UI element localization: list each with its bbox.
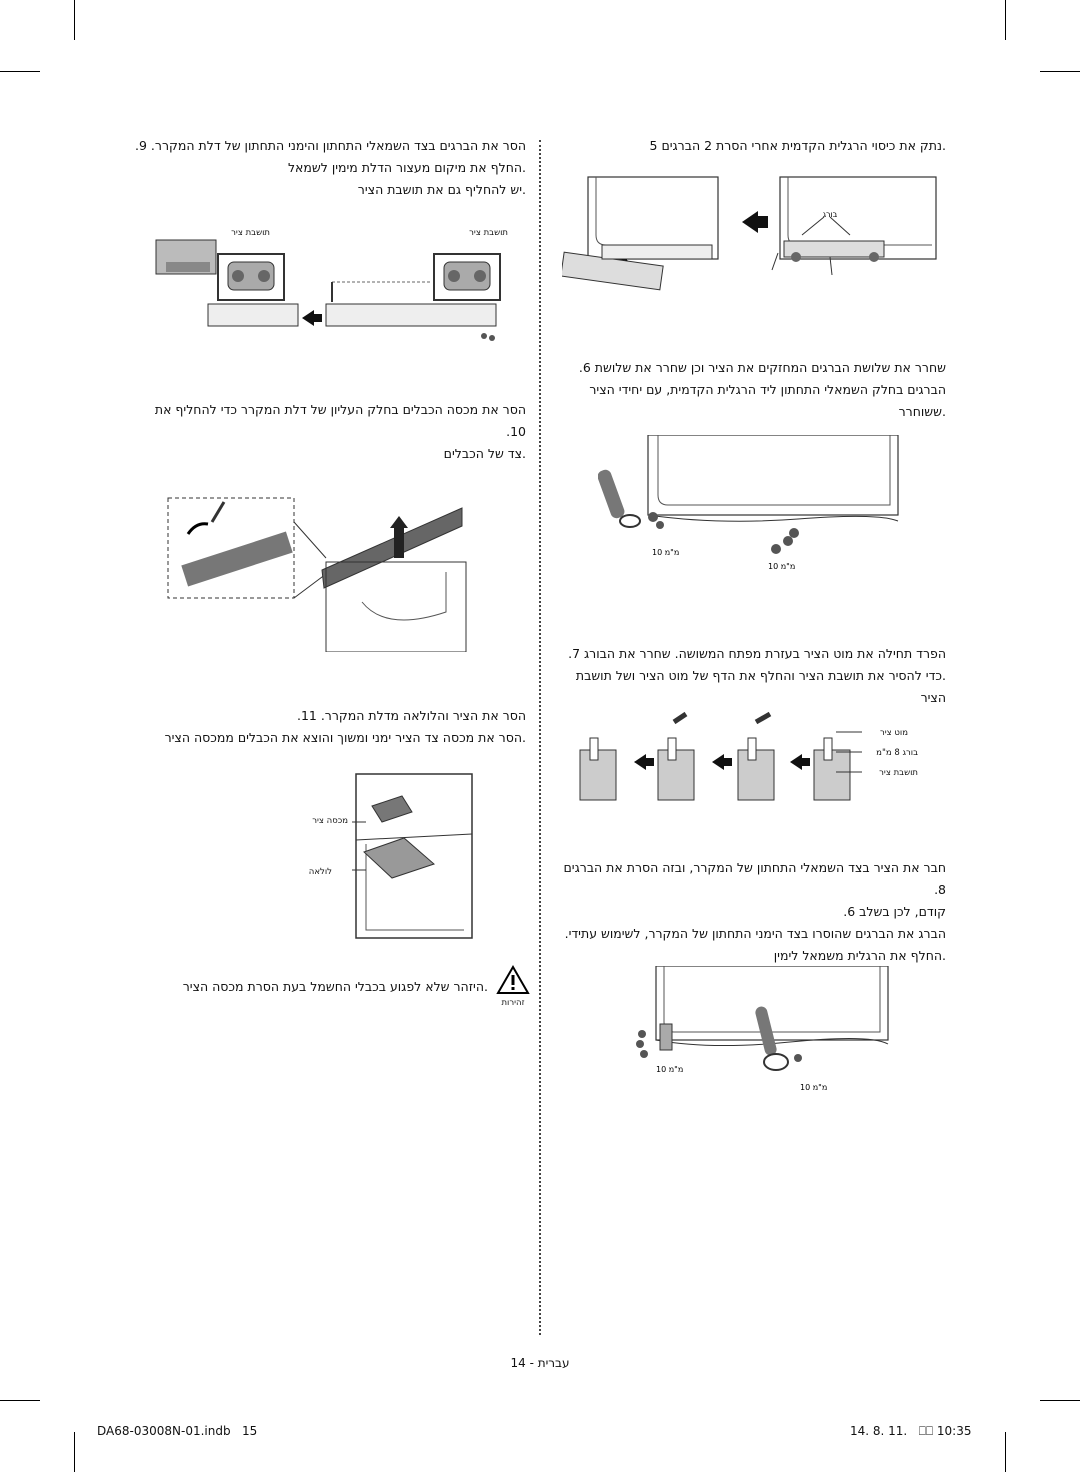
- page-number: עברית - 14: [510, 1356, 570, 1370]
- step-7-line-1: הפרד תחילה את מוט הציר בעזרת מפתח המשושה…: [568, 646, 946, 661]
- mm-label-1: 10 מ"מ: [652, 548, 679, 557]
- step-8-line-1: חבר את הציר בצד השמאלי התחתון של המקרר, …: [563, 860, 946, 897]
- warning-icon-label: זהירות: [501, 998, 525, 1008]
- crop-mark: [74, 1432, 75, 1472]
- bracket-label: תושבת ציר: [879, 768, 918, 778]
- crop-mark: [74, 0, 75, 40]
- hinge-bracket-label-b: תושבת ציר: [469, 228, 508, 238]
- warning-text: .היזהר שלא לפגוע בכבלי החשמל בעת הסרת מכ…: [182, 979, 488, 994]
- step-10-line-2: .צד של הכבלים: [443, 446, 526, 461]
- step-7-line-2: .כדי להסיר את תושבת הציר והחלף את הדף של…: [575, 668, 946, 705]
- step-9-line-1: הסר את הברגים בצד השמאלי התחתון והימני ה…: [135, 138, 526, 153]
- step-6-figure: 10 מ"מ 10 מ"מ: [598, 435, 899, 571]
- step-10-text: הסר את מכסה הכבלים בחלק העליון של דלת המ…: [132, 399, 526, 465]
- crop-mark: [1040, 1400, 1080, 1401]
- crop-mark: [0, 1400, 40, 1401]
- step-9-line-2: .החלף את מיקום מעצור הדלת מימין לשמאל: [287, 160, 526, 175]
- step-5-figure: בורג: [562, 176, 937, 291]
- mm-label-1: 10 מ"מ: [656, 1065, 683, 1074]
- crop-mark: [0, 71, 40, 72]
- step-7-figure: [579, 711, 862, 801]
- step-10-figure: [167, 497, 467, 652]
- step-10-line-1: הסר את מכסה הכבלים בחלק העליון של דלת המ…: [154, 402, 526, 439]
- crop-mark: [1040, 71, 1080, 72]
- cover-label: מכסה ציר: [312, 816, 348, 826]
- step-11-text: הסר את הציר והלולאה מדלת המקרר. 11. .הסר…: [132, 705, 526, 749]
- step-9-line-3: .יש להחליף גם את תושבת הציר: [357, 182, 526, 197]
- footer-date: 14. 8. 11. ⎕⎕ 10:35: [850, 1424, 972, 1438]
- column-divider: [539, 140, 541, 1335]
- crop-mark: [1005, 0, 1006, 40]
- step-6-line-3: .ששוחרר: [898, 404, 946, 419]
- step-6-text: שחרר את שלושת הברגים המחזקים את הציר וכן…: [560, 357, 946, 423]
- step-8-line-2: קודם, לכן בשלב 6.: [843, 904, 946, 919]
- step-6-line-1: שחרר את שלושת הברגים המחזקים את הציר וכן…: [578, 360, 946, 375]
- step-9-figure: [155, 239, 501, 341]
- crop-mark: [1005, 1432, 1006, 1472]
- step-5-text: .נתק את כיסוי הרגלית הקדמית אחרי הסרת 2 …: [560, 135, 946, 157]
- rod-label: מוט ציר: [879, 728, 908, 738]
- step-11-line-1: הסר את הציר והלולאה מדלת המקרר. 11.: [296, 708, 526, 723]
- step-6-line-2: הברגים בחלק השמאלי התחתון ליד הרגלית הקד…: [589, 382, 946, 397]
- mm-label-2: 10 מ"מ: [800, 1083, 827, 1092]
- footer-file: DA68-03008N-01.indb 15: [97, 1424, 258, 1438]
- step-8-figure: 10 מ"מ 10 מ"מ: [636, 966, 889, 1092]
- warning-icon: [496, 965, 530, 994]
- loop-label: לולאה: [308, 867, 332, 877]
- step-11-figure: [352, 773, 473, 939]
- step-9-text: הסר את הברגים בצד השמאלי התחתון והימני ה…: [132, 135, 526, 201]
- hinge-bracket-label-a: תושבת ציר: [231, 228, 270, 238]
- bolt-label: בורג 8 מ"מ: [876, 748, 918, 758]
- step-7-text: הפרד תחילה את מוט הציר בעזרת מפתח המשושה…: [560, 643, 946, 709]
- step-8-text: חבר את הציר בצד השמאלי התחתון של המקרר, …: [560, 857, 946, 967]
- step-5-line: .נתק את כיסוי הרגלית הקדמית אחרי הסרת 2 …: [649, 138, 946, 153]
- step-8-line-4: .החלף את הרגלית משמאל לימין: [773, 948, 946, 963]
- screw-label: בורג: [823, 210, 838, 219]
- mm-label-2: 10 מ"מ: [768, 562, 795, 571]
- step-11-line-2: .הסר את מכסה צד הציר ימני ומשוך והוצא את…: [164, 730, 526, 745]
- step-8-line-3: הברג את הברגים שהוסרו בצד הימני התחתון ש…: [564, 926, 946, 941]
